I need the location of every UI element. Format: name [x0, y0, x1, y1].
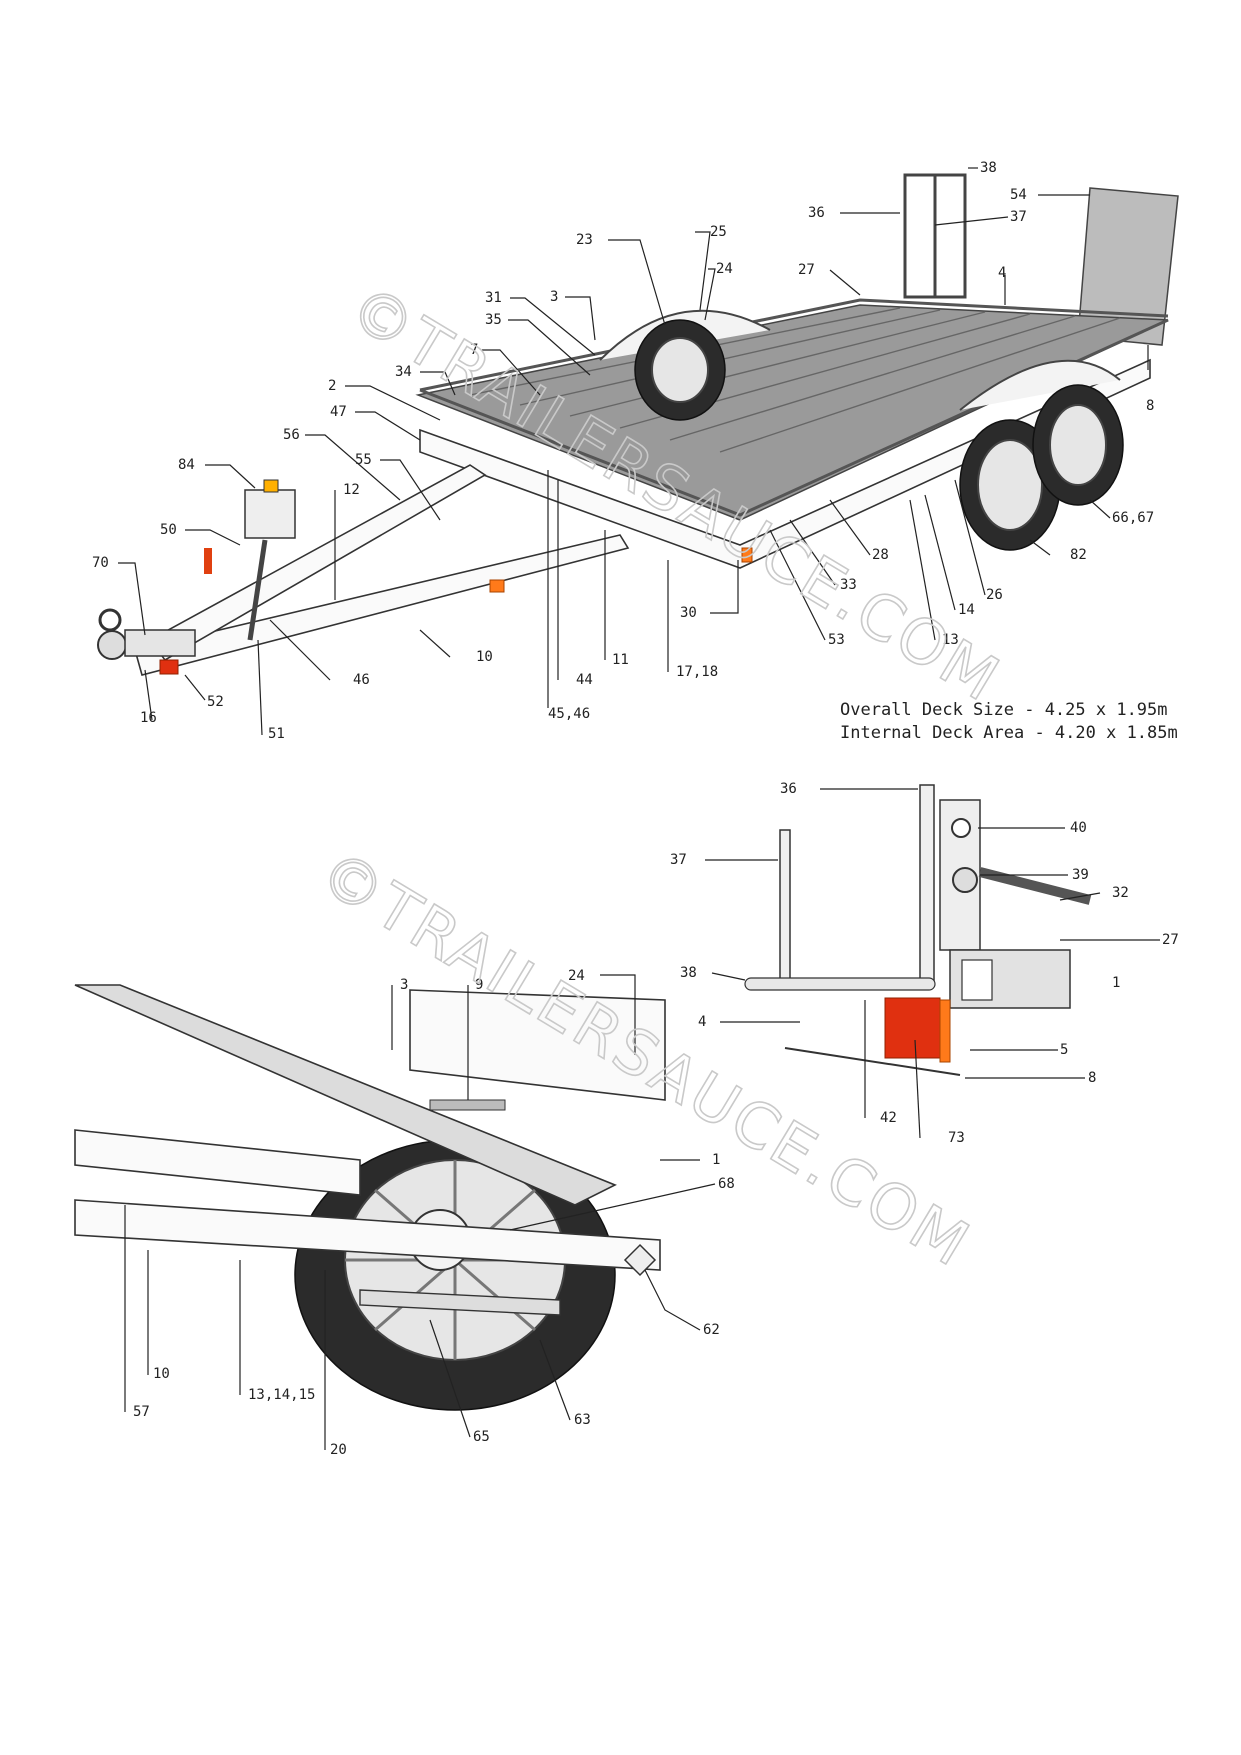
- callout-20: 20: [330, 1442, 347, 1458]
- callout-8: 8: [1146, 398, 1154, 414]
- callout-56: 56: [283, 427, 300, 443]
- main-callouts: 38 54 36 37 23 25 24 27 4 31 3 35 7 34 2…: [92, 160, 1154, 742]
- callout-34: 34: [395, 364, 412, 380]
- callout-37: 37: [670, 852, 687, 868]
- callout-68: 68: [718, 1176, 735, 1192]
- side-rail-left: [419, 298, 1169, 392]
- callout-28: 28: [872, 547, 889, 563]
- callout-63: 63: [574, 1412, 591, 1428]
- callout-10: 10: [476, 649, 493, 665]
- callout-24: 24: [568, 968, 585, 984]
- callout-5: 5: [1060, 1042, 1068, 1058]
- side-reflector: [489, 579, 505, 593]
- callout-54: 54: [1010, 187, 1027, 203]
- callout-1: 1: [712, 1152, 720, 1168]
- callout-52: 52: [207, 694, 224, 710]
- callout-44: 44: [576, 672, 593, 688]
- callout-23: 23: [576, 232, 593, 248]
- callout-3: 3: [550, 289, 558, 305]
- callout-37: 37: [1010, 209, 1027, 225]
- callout-24: 24: [716, 261, 733, 277]
- callout-82: 82: [1070, 547, 1087, 563]
- wheels-rear: [959, 384, 1124, 551]
- callout-2: 2: [328, 378, 336, 394]
- callout-7: 7: [470, 342, 478, 358]
- callout-17,18: 17,18: [676, 664, 718, 680]
- coupling-assembly: [97, 479, 296, 660]
- tail-light-left: [159, 659, 179, 675]
- callout-46: 46: [353, 672, 370, 688]
- callout-32: 32: [1112, 885, 1129, 901]
- main-trailer-view: 38 54 36 37 23 25 24 27 4 31 3 35 7 34 2…: [92, 160, 1179, 743]
- callout-38: 38: [680, 965, 697, 981]
- callout-31: 31: [485, 290, 502, 306]
- callout-16: 16: [140, 710, 157, 726]
- callout-9: 9: [475, 977, 483, 993]
- deck-slats: [469, 307, 1121, 453]
- callout-66,67: 66,67: [1112, 510, 1154, 526]
- callout-13,14,15: 13,14,15: [248, 1387, 315, 1403]
- callout-11: 11: [612, 652, 629, 668]
- axle-detail-view: 3 9 24 1 68 62 10 57 13,14,15 20 65 63: [74, 968, 735, 1458]
- ramp-detail-view: 36 40 37 39 32 27 38 1 4 5 8 42 73: [670, 781, 1179, 1146]
- callout-1: 1: [1112, 975, 1120, 991]
- callout-38: 38: [980, 160, 997, 176]
- callout-14: 14: [958, 602, 975, 618]
- rear-reflector-73: [884, 997, 941, 1059]
- ramp-frame: [903, 173, 967, 299]
- callout-27: 27: [798, 262, 815, 278]
- callout-51: 51: [268, 726, 285, 742]
- callout-30: 30: [680, 605, 697, 621]
- mudguard-rear: [959, 359, 1121, 411]
- internal-deck-area: Internal Deck Area - 4.20 x 1.85m: [840, 723, 1178, 743]
- callout-57: 57: [133, 1404, 150, 1420]
- callout-55: 55: [355, 452, 372, 468]
- callout-45,46: 45,46: [548, 706, 590, 722]
- callout-36: 36: [808, 205, 825, 221]
- callout-53: 53: [828, 632, 845, 648]
- callout-62: 62: [703, 1322, 720, 1338]
- callout-39: 39: [1072, 867, 1089, 883]
- chassis-side: [419, 358, 1151, 569]
- callout-50: 50: [160, 522, 177, 538]
- rear-ramp-mesh: [1077, 187, 1179, 346]
- callout-84: 84: [178, 457, 195, 473]
- callout-47: 47: [330, 404, 347, 420]
- ramp-callouts: 36 40 37 39 32 27 38 1 4 5 8 42 73: [670, 781, 1179, 1146]
- callout-65: 65: [473, 1429, 490, 1445]
- front-marker: [741, 547, 753, 563]
- callout-10: 10: [153, 1366, 170, 1382]
- callout-25: 25: [710, 224, 727, 240]
- axle-callouts: 3 9 24 1 68 62 10 57 13,14,15 20 65 63: [124, 968, 735, 1458]
- callout-8: 8: [1088, 1070, 1096, 1086]
- callout-42: 42: [880, 1110, 897, 1126]
- callout-3: 3: [400, 977, 408, 993]
- callout-70: 70: [92, 555, 109, 571]
- wheels-front: [634, 319, 726, 421]
- callout-4: 4: [698, 1014, 706, 1030]
- callout-73: 73: [948, 1130, 965, 1146]
- callout-12: 12: [343, 482, 360, 498]
- overall-deck-size: Overall Deck Size - 4.25 x 1.95m: [840, 700, 1168, 720]
- callout-40: 40: [1070, 820, 1087, 836]
- callout-4: 4: [998, 265, 1006, 281]
- callout-35: 35: [485, 312, 502, 328]
- callout-27: 27: [1162, 932, 1179, 948]
- callout-13: 13: [942, 632, 959, 648]
- callout-26: 26: [986, 587, 1003, 603]
- callout-36: 36: [780, 781, 797, 797]
- callout-33: 33: [840, 577, 857, 593]
